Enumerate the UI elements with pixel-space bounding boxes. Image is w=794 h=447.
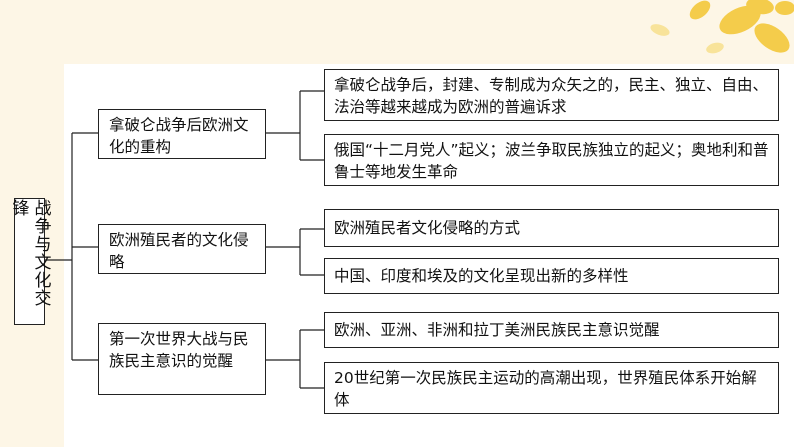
branch-2-item-1: 欧洲殖民者文化侵略的方式	[324, 209, 779, 247]
branch-3-item-1: 欧洲、亚洲、非洲和拉丁美洲民族民主意识觉醒	[324, 312, 779, 348]
branch-3-item-2: 20世纪第一次民族民主运动的高潮出现，世界殖民体系开始解体	[324, 362, 779, 414]
branch-2-item-2: 中国、印度和埃及的文化呈现出新的多样性	[324, 258, 779, 294]
branch-2-node: 欧洲殖民者的文化侵略	[98, 224, 266, 274]
root-node: 战争与文化交锋	[9, 198, 51, 325]
branch-1-item-2: 俄国“十二月党人”起义；波兰争取民族独立的起义；奥地利和普鲁士等地发生革命	[324, 134, 779, 186]
branch-3-node: 第一次世界大战与民族民主意识的觉醒	[98, 323, 266, 395]
branch-1-node: 拿破仑战争后欧洲文化的重构	[98, 109, 266, 159]
branch-1-item-1: 拿破仑战争后，封建、专制成为众矢之的，民主、独立、自由、法治等越来越成为欧洲的普…	[324, 69, 779, 121]
